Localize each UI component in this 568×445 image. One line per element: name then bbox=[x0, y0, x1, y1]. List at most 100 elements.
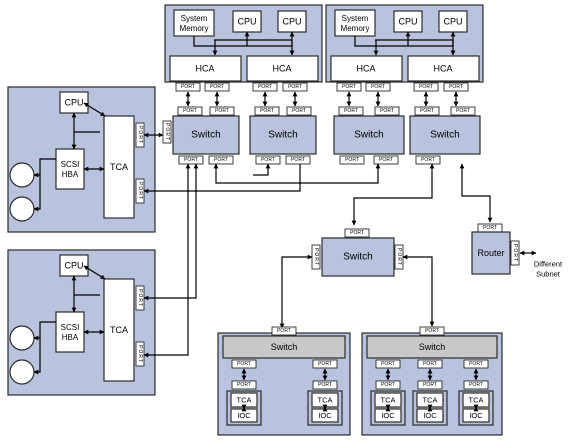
chassis-2-bar-port-1-label: PORT bbox=[381, 361, 395, 367]
top-switch-3-top-port-2-label: PORT bbox=[380, 108, 394, 114]
chassis-1-module-1-port bbox=[231, 380, 257, 390]
host-1-hca-port-1 bbox=[175, 82, 201, 92]
host-1-hca-port-2 bbox=[204, 82, 230, 92]
top-switch-1-top-port-1-label: PORT bbox=[183, 108, 197, 114]
top-switch-4-top-port-2-label: PORT bbox=[456, 108, 470, 114]
host-2-bus bbox=[354, 36, 453, 47]
chassis-2-module-1-port-label: PORT bbox=[381, 382, 395, 388]
top-switch-1-side-port bbox=[162, 120, 172, 144]
host-2-hca-2-box bbox=[407, 55, 480, 82]
chassis-2-module-1-tca-label: TCA bbox=[381, 396, 396, 405]
chassis-2-bar-port-2-label: PORT bbox=[423, 361, 437, 367]
chassis-1-bar-port-2 bbox=[312, 359, 338, 369]
top-switch-1-bottom-port-1-label: PORT bbox=[184, 157, 198, 163]
storage-node-1-cpu-label: CPU bbox=[64, 98, 83, 108]
chassis-1-module-2-ioc-label: IOC bbox=[318, 411, 332, 420]
storage-node-2-hba-disk-1 bbox=[33, 321, 56, 341]
top-switch-2-top-port-1 bbox=[254, 106, 280, 116]
top-switch-1-side-port-label: PORT bbox=[164, 123, 170, 141]
mid-switch-label: Switch bbox=[343, 252, 372, 263]
top-switch-1-top-port-1 bbox=[177, 106, 203, 116]
chassis-1-module-1-tca-label: TCA bbox=[237, 396, 252, 405]
router-right-port bbox=[510, 240, 520, 266]
host-1-hca-port-4-label: PORT bbox=[288, 84, 302, 90]
mid-switch-left-port-label: PORT bbox=[313, 248, 319, 266]
host-2-hca-1-label: HCA bbox=[356, 64, 375, 74]
host-2-hca-port-1-label: PORT bbox=[342, 84, 356, 90]
switch1-switch4-link bbox=[213, 163, 381, 184]
top-switch-3-bottom-port-1-label: PORT bbox=[345, 157, 359, 163]
chassis-2-top-port bbox=[419, 326, 445, 336]
top-switch-2-box bbox=[249, 115, 317, 155]
router-label: Router bbox=[477, 248, 504, 258]
chassis-1-top-port bbox=[271, 326, 297, 336]
host-1-cpu-2-label: CPU bbox=[282, 17, 301, 27]
switch8-router-link bbox=[459, 163, 493, 223]
top-switch-1-top-port-2 bbox=[209, 106, 235, 116]
top-switch-2-bottom-port-2-label: PORT bbox=[291, 157, 305, 163]
top-switch-2-bottom-port-1-label: PORT bbox=[261, 157, 275, 163]
chassis-2-module-3-port bbox=[463, 380, 489, 390]
storage2-switch1-link-2 bbox=[143, 163, 191, 358]
storage-node-2-tca-label: TCA bbox=[110, 325, 128, 335]
chassis-2-module-3-port-label: PORT bbox=[469, 382, 483, 388]
top-switch-1-top-port-2-label: PORT bbox=[215, 108, 229, 114]
top-switch-3-box bbox=[333, 115, 405, 155]
chassis-2-module-1-ioc-label: IOC bbox=[381, 411, 395, 420]
storage-node-2-disk-1 bbox=[9, 325, 35, 351]
host-2-hca-port-2-label: PORT bbox=[371, 84, 385, 90]
top-switch-3-top-port-1-label: PORT bbox=[344, 108, 358, 114]
storage-node-1-cpu-tca-link bbox=[83, 102, 106, 117]
chassis-1-module-1-ioc-label: IOC bbox=[237, 411, 251, 420]
top-switch-4-top-port-1 bbox=[414, 106, 440, 116]
top-switch-4-top-port-2 bbox=[450, 106, 476, 116]
chassis-1-switch-label: Switch bbox=[271, 342, 298, 352]
chassis-2-module-1-port bbox=[375, 380, 401, 390]
host-2-hca-port-3-label: PORT bbox=[419, 84, 433, 90]
storage1-switch3-link bbox=[143, 164, 301, 194]
host-2-cpu-1-label: CPU bbox=[398, 17, 417, 27]
mid-switch-right-port-label: PORT bbox=[396, 248, 402, 266]
host-1-hca-2-label: HCA bbox=[272, 64, 291, 74]
host-1-hca-port-4 bbox=[282, 82, 308, 92]
top-switch-1-bottom-port-2-label: PORT bbox=[214, 157, 228, 163]
host-2-hca-port-2 bbox=[365, 82, 391, 92]
host-1-hca-port-3-label: PORT bbox=[258, 84, 272, 90]
host-1-hca-port-3 bbox=[252, 82, 278, 92]
host-2-hca-port-4 bbox=[443, 82, 469, 92]
chassis-1-top-port-label: PORT bbox=[277, 328, 291, 334]
storage-node-1-tca-label: TCA bbox=[110, 162, 128, 172]
storage-node-1-tca-port-1-label: PORT bbox=[137, 126, 143, 144]
storage-node-2-hba-disk-2 bbox=[33, 338, 41, 375]
chassis-2-bar-port-2 bbox=[417, 359, 443, 369]
top-switch-2-label: Switch bbox=[268, 130, 297, 141]
host-2-hca-port-3 bbox=[413, 82, 439, 92]
top-switch-3-top-port-1 bbox=[338, 106, 364, 116]
host-1-hca-1-box bbox=[169, 55, 242, 82]
storage-node-2-tca-box bbox=[103, 278, 135, 382]
chassis-1-bar-port-2-label: PORT bbox=[318, 361, 332, 367]
top-switch-2-top-port-2-label: PORT bbox=[292, 108, 306, 114]
host-1-hca-port-1-label: PORT bbox=[181, 84, 195, 90]
chassis-2-top-port-label: PORT bbox=[425, 328, 439, 334]
chassis-2-module-3-tca-label: TCA bbox=[469, 396, 484, 405]
chassis-1-bar-port-1 bbox=[231, 359, 257, 369]
top-switch-3-top-port-2 bbox=[374, 106, 400, 116]
chassis-1-module-2-port bbox=[312, 380, 338, 390]
top-switch-3-bottom-port-2-label: PORT bbox=[379, 157, 393, 163]
storage-node-2-cpu-label: CPU bbox=[64, 261, 83, 271]
host-2-hca-1-box bbox=[330, 55, 403, 82]
host-1-cpu-1-label: CPU bbox=[237, 17, 256, 27]
host-1-hca-1-label: HCA bbox=[195, 64, 214, 74]
router-box bbox=[471, 231, 511, 275]
chassis-1-switch-bar bbox=[222, 335, 346, 359]
top-switch-1-label: Switch bbox=[191, 130, 220, 141]
chassis-2-module-2-port-label: PORT bbox=[423, 382, 437, 388]
storage-node-2-tca-port-2-label: PORT bbox=[137, 345, 143, 363]
chassis-2-switch-label: Switch bbox=[419, 342, 446, 352]
storage-node-1-hba-disk-1 bbox=[33, 158, 56, 178]
